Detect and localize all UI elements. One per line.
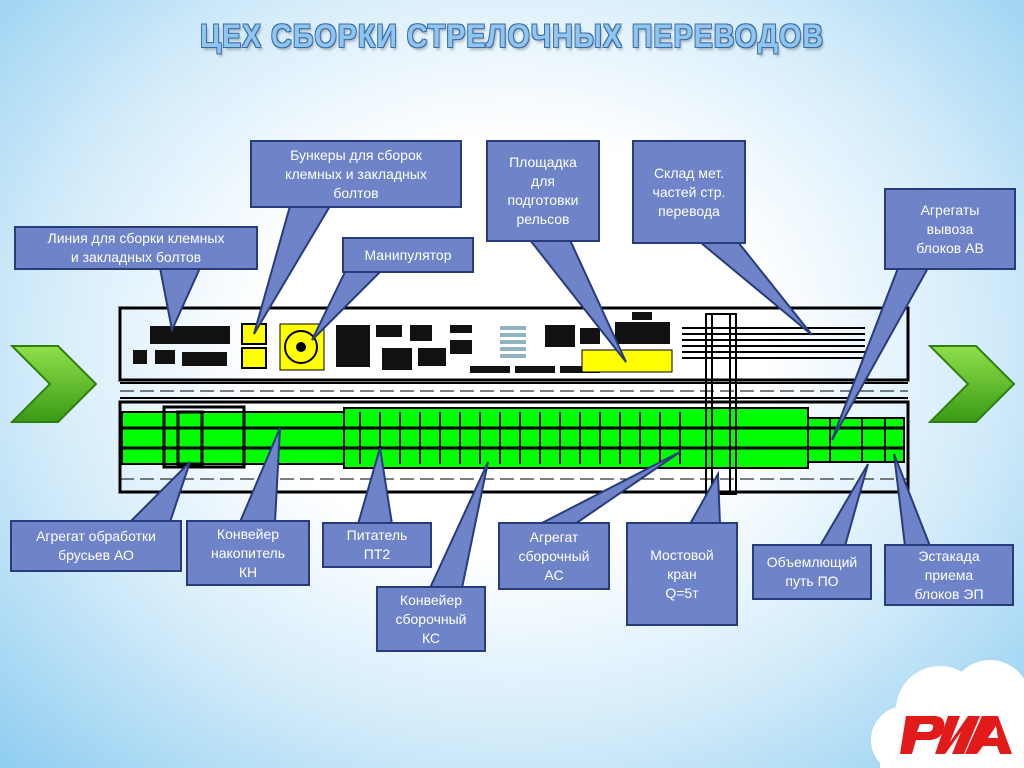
callout-warehouse: Склад мет. частей стр. перевода xyxy=(632,140,746,244)
page-title: ЦЕХ СБОРКИ СТРЕЛОЧНЫХ ПЕРЕВОДОВ xyxy=(199,18,825,54)
ao-unit xyxy=(162,405,246,469)
callout-crane: Мостовой кран Q=5т xyxy=(626,522,738,626)
callout-ao: Агрегат обработки брусьев АО xyxy=(10,520,182,572)
callout-export-units: Агрегаты вывоза блоков АВ xyxy=(884,188,1016,270)
lower-section xyxy=(118,400,910,494)
callout-ks: Конвейер сборочный КС xyxy=(376,586,486,652)
bunker-2 xyxy=(241,347,267,369)
rail-platform xyxy=(581,349,673,373)
callout-kn: Конвейер накопитель КН xyxy=(186,520,310,586)
upper-section xyxy=(118,306,910,382)
upper-equipment xyxy=(133,312,670,373)
callout-manipulator: Манипулятор xyxy=(342,237,474,273)
callout-pt2: Питатель ПТ2 xyxy=(322,522,432,568)
chevron-right-icon[interactable] xyxy=(928,344,1018,424)
callout-ep: Эстакада приема блоков ЭП xyxy=(884,544,1014,606)
rail-stack xyxy=(500,326,526,358)
callout-rail-platform: Площадка для подготовки рельсов xyxy=(486,140,600,242)
manipulator-center xyxy=(296,342,306,352)
bridge-crane xyxy=(705,313,737,495)
callout-as: Агрегат сборочный АС xyxy=(498,522,610,590)
callout-bunkers: Бункеры для сборок клемных и закладных б… xyxy=(250,140,462,208)
conveyor-ticks xyxy=(359,412,886,464)
chevron-left-icon[interactable] xyxy=(10,344,100,424)
conveyor-stripes xyxy=(122,426,904,450)
callout-assembly-line: Линия для сборки клемных и закладных бол… xyxy=(14,226,258,270)
callout-po: Объемлющий путь ПО xyxy=(752,544,872,600)
